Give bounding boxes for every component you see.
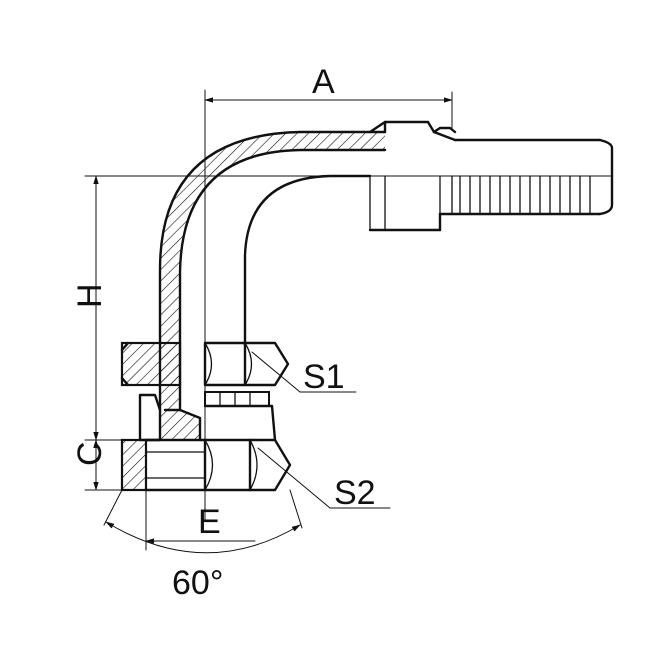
label-c: C [71,441,109,466]
s2-leader [257,447,331,509]
label-s1: S1 [303,358,345,396]
label-s2: S2 [334,474,376,512]
dimension-e [145,489,256,551]
label-e: E [198,503,221,541]
nut-s2 [120,438,292,492]
angle-60 [103,489,303,554]
dimension-a [204,91,453,131]
hose-tail [214,120,614,232]
label-a: A [312,63,335,101]
nut-s1 [120,341,290,387]
s1-leader [251,351,301,393]
label-angle: 60° [172,564,223,602]
dimension-c [84,439,123,491]
collar [138,391,277,442]
elbow-body [158,130,387,412]
label-h: H [71,283,109,308]
